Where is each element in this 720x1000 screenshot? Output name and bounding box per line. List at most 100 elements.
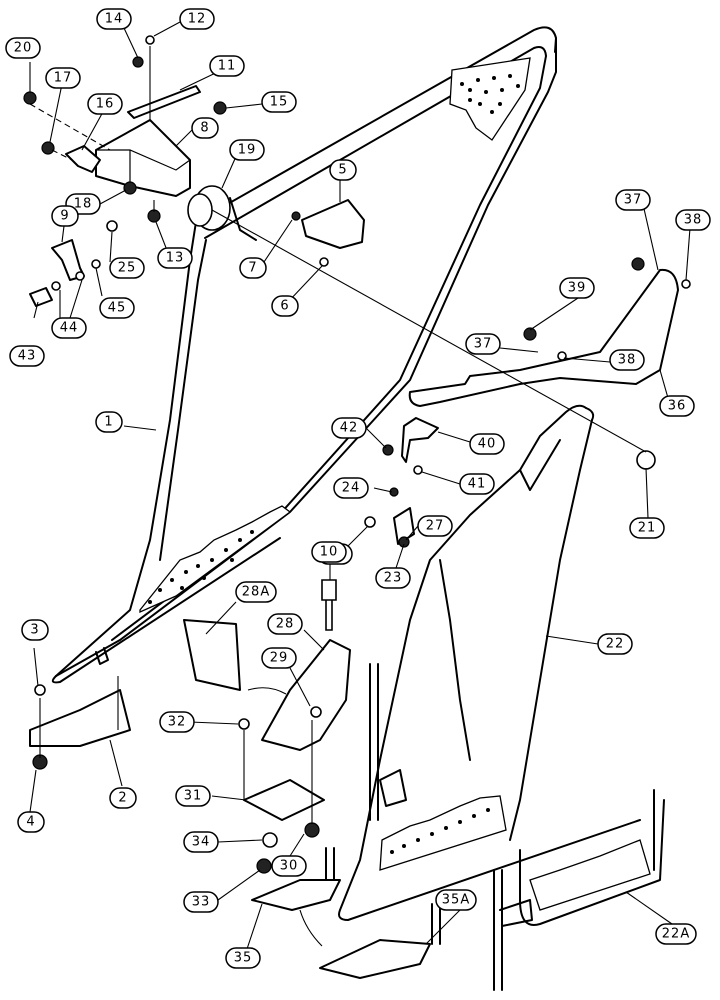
callout-4-label: 4 <box>26 815 35 830</box>
post-35 <box>325 847 335 881</box>
callout-20: 20 <box>5 37 41 59</box>
callout-13: 13 <box>157 247 193 269</box>
callout-3-label: 3 <box>30 623 39 638</box>
callout-31: 31 <box>175 785 211 807</box>
arrow-28a <box>247 687 287 695</box>
callout-29: 29 <box>261 647 297 669</box>
callout-21-label: 21 <box>638 521 657 536</box>
callout-22-label: 22 <box>606 637 625 652</box>
callout-45: 45 <box>99 297 135 319</box>
callout-22a-label: 22A <box>662 927 690 942</box>
bracket-35 <box>251 879 341 911</box>
callout-27-label: 27 <box>426 519 445 534</box>
callout-35a: 35A <box>435 889 477 911</box>
callout-37-top: 37 <box>615 189 651 211</box>
bolt-10 <box>321 579 337 631</box>
bracket-28a <box>183 619 241 691</box>
callout-1-label: 1 <box>104 415 113 430</box>
callout-14-label: 14 <box>105 12 124 27</box>
callout-16: 16 <box>87 93 123 115</box>
callout-39-label: 39 <box>568 281 587 296</box>
callout-9-label: 9 <box>60 209 69 224</box>
bracket-35a <box>319 939 431 979</box>
callout-35a-label: 35A <box>442 893 470 908</box>
callout-41: 41 <box>459 473 495 495</box>
callout-29-label: 29 <box>270 651 289 666</box>
mesh-pattern-2 <box>390 808 490 854</box>
mesh-pattern <box>148 74 520 604</box>
callout-30: 30 <box>271 855 307 877</box>
sleeve-19 <box>187 185 231 231</box>
strap-11 <box>127 85 201 119</box>
callout-40-label: 40 <box>478 437 497 452</box>
callout-43-label: 43 <box>18 349 37 364</box>
callout-15-label: 15 <box>270 95 289 110</box>
callout-38-top-label: 38 <box>684 213 703 228</box>
plate-2 <box>29 689 131 747</box>
callout-12: 12 <box>179 8 215 30</box>
callout-11-label: 11 <box>218 59 237 74</box>
callout-11: 11 <box>209 55 245 77</box>
callout-36: 36 <box>659 395 695 417</box>
hinge-23 <box>393 507 415 545</box>
bracket-5 <box>301 199 365 249</box>
callout-25: 25 <box>109 257 145 279</box>
callout-2: 2 <box>109 787 137 809</box>
callout-42: 42 <box>331 417 367 439</box>
callout-13-label: 13 <box>166 251 185 266</box>
callout-31-label: 31 <box>184 789 203 804</box>
callout-10-label: 10 <box>320 545 339 560</box>
post-35a <box>431 903 441 945</box>
callout-5: 5 <box>329 159 357 181</box>
callout-18: 18 <box>65 193 101 215</box>
callout-25-label: 25 <box>118 261 137 276</box>
callout-38-bottom: 38 <box>609 349 645 371</box>
callout-2-label: 2 <box>118 791 127 806</box>
callout-17-label: 17 <box>54 71 73 86</box>
callout-35-label: 35 <box>234 951 253 966</box>
bracket-40 <box>401 417 439 463</box>
callout-3: 3 <box>21 619 49 641</box>
callout-33-label: 33 <box>192 895 211 910</box>
callout-37-bottom-label: 37 <box>474 337 493 352</box>
callout-24: 24 <box>333 477 369 499</box>
callout-38-top: 38 <box>675 209 711 231</box>
callout-16-label: 16 <box>96 97 115 112</box>
callout-37-bottom: 37 <box>465 333 501 355</box>
callout-7: 7 <box>239 257 267 279</box>
callout-34-label: 34 <box>192 835 211 850</box>
callout-21: 21 <box>629 517 665 539</box>
callout-22: 22 <box>597 633 633 655</box>
callout-28-label: 28 <box>276 617 295 632</box>
hardware <box>23 35 691 874</box>
callout-27: 27 <box>417 515 453 537</box>
callout-19-label: 19 <box>238 143 257 158</box>
callout-28a-label: 28A <box>242 585 270 600</box>
callout-5-label: 5 <box>338 163 347 178</box>
bracket-16 <box>65 145 101 173</box>
callout-32: 32 <box>159 711 195 733</box>
callout-33: 33 <box>183 891 219 913</box>
callout-18-label: 18 <box>74 197 93 212</box>
guard-36 <box>408 268 679 407</box>
callout-32-label: 32 <box>168 715 187 730</box>
callout-9: 9 <box>51 205 79 227</box>
callout-23: 23 <box>375 567 411 589</box>
callout-7-label: 7 <box>248 261 257 276</box>
callout-24-label: 24 <box>342 481 361 496</box>
callout-36-label: 36 <box>668 399 687 414</box>
callout-10b: 10 <box>311 541 347 563</box>
callout-23-label: 23 <box>384 571 403 586</box>
pin-43 <box>29 287 53 307</box>
detail-22a <box>493 789 665 991</box>
callout-40: 40 <box>469 433 505 455</box>
alignment-lines <box>29 46 647 824</box>
callout-44: 44 <box>51 317 87 339</box>
bracket-8 <box>95 119 191 197</box>
callout-1: 1 <box>95 411 123 433</box>
arrow-35a <box>299 909 323 947</box>
callout-15: 15 <box>261 91 297 113</box>
callout-14: 14 <box>96 8 132 30</box>
callout-28a: 28A <box>235 581 277 603</box>
